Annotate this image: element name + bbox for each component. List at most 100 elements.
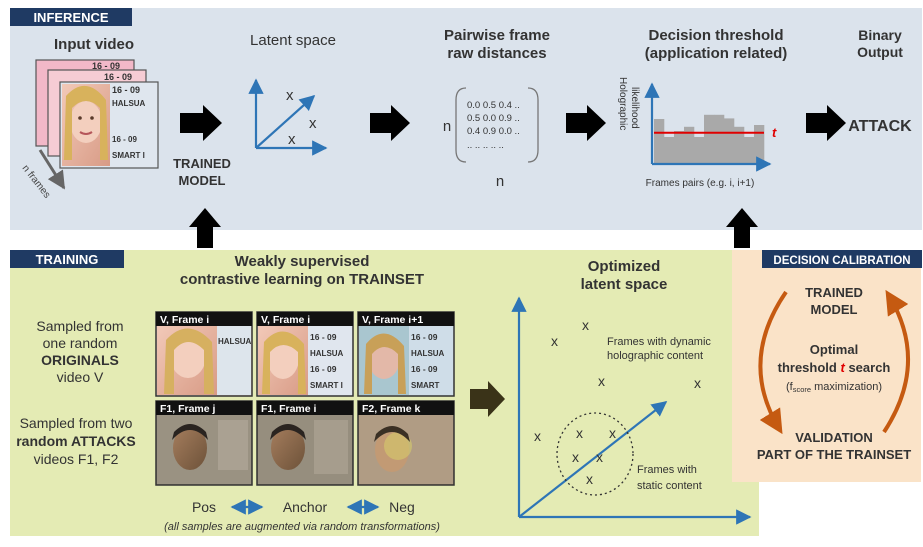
thumb-label-6: F2, Frame k — [362, 403, 421, 415]
distances-title-1: Pairwise frame — [444, 27, 550, 44]
training-label: TRAINING — [36, 252, 99, 267]
matrix-row-2: 0.5 0.0 0.9 .. — [467, 113, 520, 124]
dynamic-label-2: holographic content — [607, 350, 703, 362]
histogram-bar — [744, 137, 755, 164]
augment-note: (all samples are augmented via random tr… — [164, 521, 440, 533]
input-video-title: Input video — [54, 36, 134, 53]
arrow-right-training — [470, 381, 505, 417]
attacks-text-1: Sampled from two — [20, 415, 133, 431]
svg-text:SMART I: SMART I — [310, 381, 343, 390]
arrow-right-4 — [806, 105, 846, 141]
attacks-text-3: videos F1, F2 — [34, 451, 119, 467]
latent-point-2: x — [309, 115, 317, 132]
calib-arc-left — [758, 290, 788, 435]
matrix-bracket-left — [455, 87, 467, 163]
training-label-box — [10, 250, 124, 268]
frame-tag-front: 16 - 09 — [112, 85, 140, 95]
thumb-label-2: V, Frame i — [261, 314, 310, 326]
histogram-bar — [754, 125, 765, 164]
thumb-label-4: F1, Frame j — [160, 403, 216, 415]
arrow-right-2 — [370, 105, 410, 141]
arrow-right-3 — [566, 105, 606, 141]
histogram-bar — [694, 137, 705, 164]
calib-optimal: Optimal — [810, 342, 858, 357]
thumbnail-f2-frame-k — [357, 400, 455, 486]
threshold-title-2: (application related) — [645, 45, 788, 62]
thumbnail-v-frame-i1-neg: 16 - 09 HALSUA 16 - 09 SMART — [357, 311, 455, 397]
training-title-2: contrastive learning on TRAINSET — [180, 271, 424, 288]
svg-text:x: x — [586, 471, 593, 487]
thumb-label-5: F1, Frame i — [261, 403, 317, 415]
thumb-label-1: V, Frame i — [160, 314, 209, 326]
svg-text:x: x — [551, 333, 558, 349]
frame-tag-mid: 16 - 09 — [104, 72, 132, 82]
latent-space-title: Latent space — [250, 32, 336, 49]
frame-text-2: 16 - 09 — [112, 135, 137, 144]
svg-text:x: x — [534, 428, 541, 444]
n-frames-arrow — [38, 149, 66, 190]
svg-text:x: x — [576, 425, 583, 441]
matrix-n-left: n — [443, 118, 451, 135]
latent-point-3: x — [288, 131, 296, 148]
svg-text:x: x — [596, 449, 603, 465]
histogram-bar — [724, 118, 735, 164]
originals-text-2: one random — [43, 335, 118, 351]
originals-text-4: video V — [57, 369, 104, 385]
pos-label: Pos — [192, 499, 216, 515]
chart-xlabel: Frames pairs (e.g. i, i+1) — [646, 178, 755, 189]
threshold-chart-bars — [654, 114, 765, 164]
chart-ylabel-1: Holographic — [617, 77, 628, 130]
calib-validation-2: PART OF THE TRAINSET — [757, 447, 911, 462]
histogram-bar — [654, 119, 665, 164]
matrix-n-bottom: n — [496, 173, 504, 190]
originals-text-1: Sampled from — [36, 318, 123, 334]
svg-text:16 - 09: 16 - 09 — [310, 332, 337, 342]
histogram-bar — [734, 126, 745, 164]
calibration-label-box — [762, 250, 922, 268]
attacks-text-2: random ATTACKS — [16, 433, 136, 449]
opt-title-2: latent space — [581, 276, 668, 293]
training-title-1: Weakly supervised — [235, 253, 370, 270]
inference-label: INFERENCE — [33, 10, 108, 25]
output-title-2: Output — [857, 44, 903, 60]
opt-title-1: Optimized — [588, 258, 661, 275]
chart-ylabel-2: likelihood — [629, 87, 640, 129]
calib-validation-1: VALIDATION — [795, 430, 873, 445]
svg-text:x: x — [598, 373, 605, 389]
matrix-bracket-right — [527, 87, 539, 163]
matrix-row-1: 0.0 0.5 0.4 .. — [467, 100, 520, 111]
trained-model-label-1: TRAINED — [173, 156, 231, 171]
frame-tag-back: 16 - 09 — [92, 61, 120, 71]
opt-points: x x x x x x x x x x — [534, 317, 701, 487]
arrow-right-1 — [180, 105, 222, 141]
calib-arc-right — [882, 289, 911, 434]
calib-model-1: TRAINED — [805, 285, 863, 300]
latent-point-1: x — [286, 87, 294, 104]
static-label-1: Frames with — [637, 464, 697, 476]
input-frames-stack — [35, 59, 159, 169]
calibration-panel — [732, 250, 921, 482]
matrix-row-3: 0.4 0.9 0.0 .. — [467, 126, 520, 137]
static-cluster-circle — [556, 412, 634, 496]
svg-text:SMART: SMART — [411, 381, 440, 390]
svg-text:x: x — [609, 425, 616, 441]
svg-text:x: x — [572, 449, 579, 465]
trained-model-label-2: MODEL — [179, 173, 226, 188]
output-title-1: Binary — [858, 27, 902, 43]
calib-fscore-line: (fscore maximization) — [786, 381, 882, 394]
matrix-row-4: .. .. .. .. .. — [467, 140, 504, 151]
calib-threshold-line: threshold t search — [778, 360, 891, 375]
svg-text:HALSUA: HALSUA — [310, 349, 344, 358]
neg-label: Neg — [389, 499, 415, 515]
output-value: ATTACK — [848, 118, 912, 135]
thumbnail-v-frame-i-anchor: 16 - 09 HALSUA 16 - 09 SMART I — [256, 311, 354, 397]
arrow-up-calibration — [726, 208, 758, 248]
histogram-bar — [704, 114, 715, 164]
svg-text:16 - 09: 16 - 09 — [411, 332, 438, 342]
svg-text:x: x — [582, 317, 589, 333]
histogram-bar — [714, 114, 725, 164]
frame-text-1: HALSUA — [112, 99, 146, 108]
threshold-title-1: Decision threshold — [648, 27, 783, 44]
